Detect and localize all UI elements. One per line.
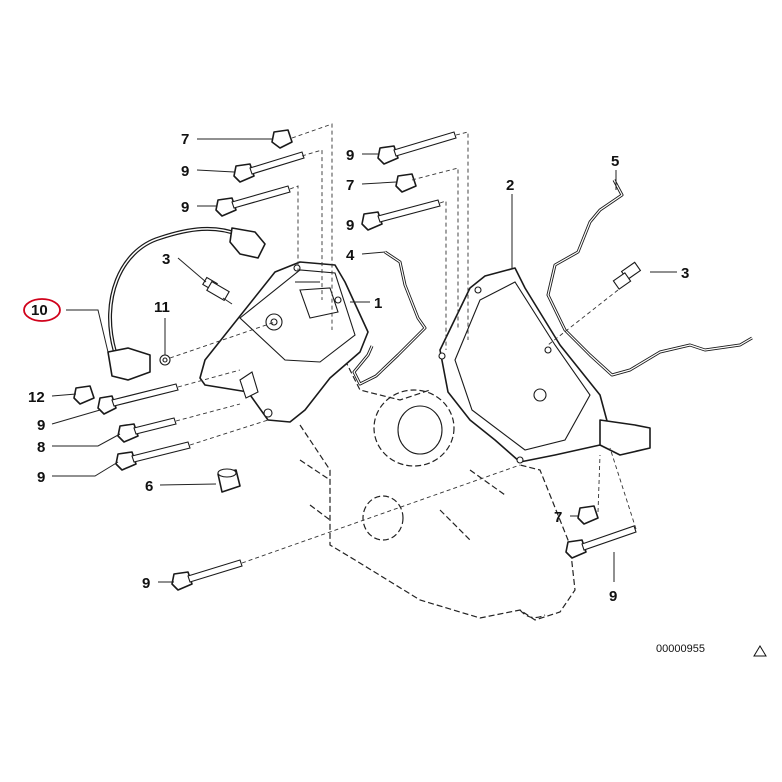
callout-9[interactable]: 9 (37, 469, 45, 486)
callout-4[interactable]: 4 (346, 247, 355, 264)
assembly-lines (169, 123, 637, 564)
leader-lines (51, 138, 677, 583)
callout-10[interactable]: 10 (31, 302, 48, 319)
callout-7[interactable]: 7 (346, 177, 354, 194)
sensor-3-right (612, 261, 642, 290)
bolts (73, 129, 637, 591)
callout-9[interactable]: 9 (181, 199, 189, 216)
callout-7[interactable]: 7 (181, 131, 189, 148)
callout-5[interactable]: 5 (611, 153, 619, 170)
callout-9[interactable]: 9 (181, 163, 189, 180)
lower-timing-cover (438, 267, 651, 464)
callouts: 7 9 9 9 7 9 4 1 2 5 3 3 11 10 12 9 8 9 6… (23, 131, 689, 605)
callout-3[interactable]: 3 (162, 251, 170, 268)
callout-7[interactable]: 7 (554, 509, 562, 526)
diagram-reference-code: 00000955 (656, 643, 705, 655)
callout-2[interactable]: 2 (506, 177, 514, 194)
callout-9[interactable]: 9 (346, 217, 354, 234)
callout-1[interactable]: 1 (374, 295, 382, 312)
callout-9[interactable]: 9 (37, 417, 45, 434)
gasket-4 (352, 250, 427, 386)
callout-11[interactable]: 11 (154, 299, 170, 316)
callout-6[interactable]: 6 (145, 478, 153, 495)
callout-9[interactable]: 9 (142, 575, 150, 592)
callout-9[interactable]: 9 (609, 588, 617, 605)
bushing-6 (217, 468, 241, 493)
callout-8[interactable]: 8 (37, 439, 45, 456)
highlight-circle (23, 298, 61, 322)
callout-9[interactable]: 9 (346, 147, 354, 164)
callout-3[interactable]: 3 (681, 265, 689, 282)
sensor-3-left (202, 276, 233, 305)
upper-timing-cover (199, 261, 369, 423)
sensor-cable (107, 226, 266, 381)
gasket-5 (546, 179, 753, 377)
warning-triangle-icon (753, 645, 767, 657)
callout-12[interactable]: 12 (28, 389, 45, 406)
